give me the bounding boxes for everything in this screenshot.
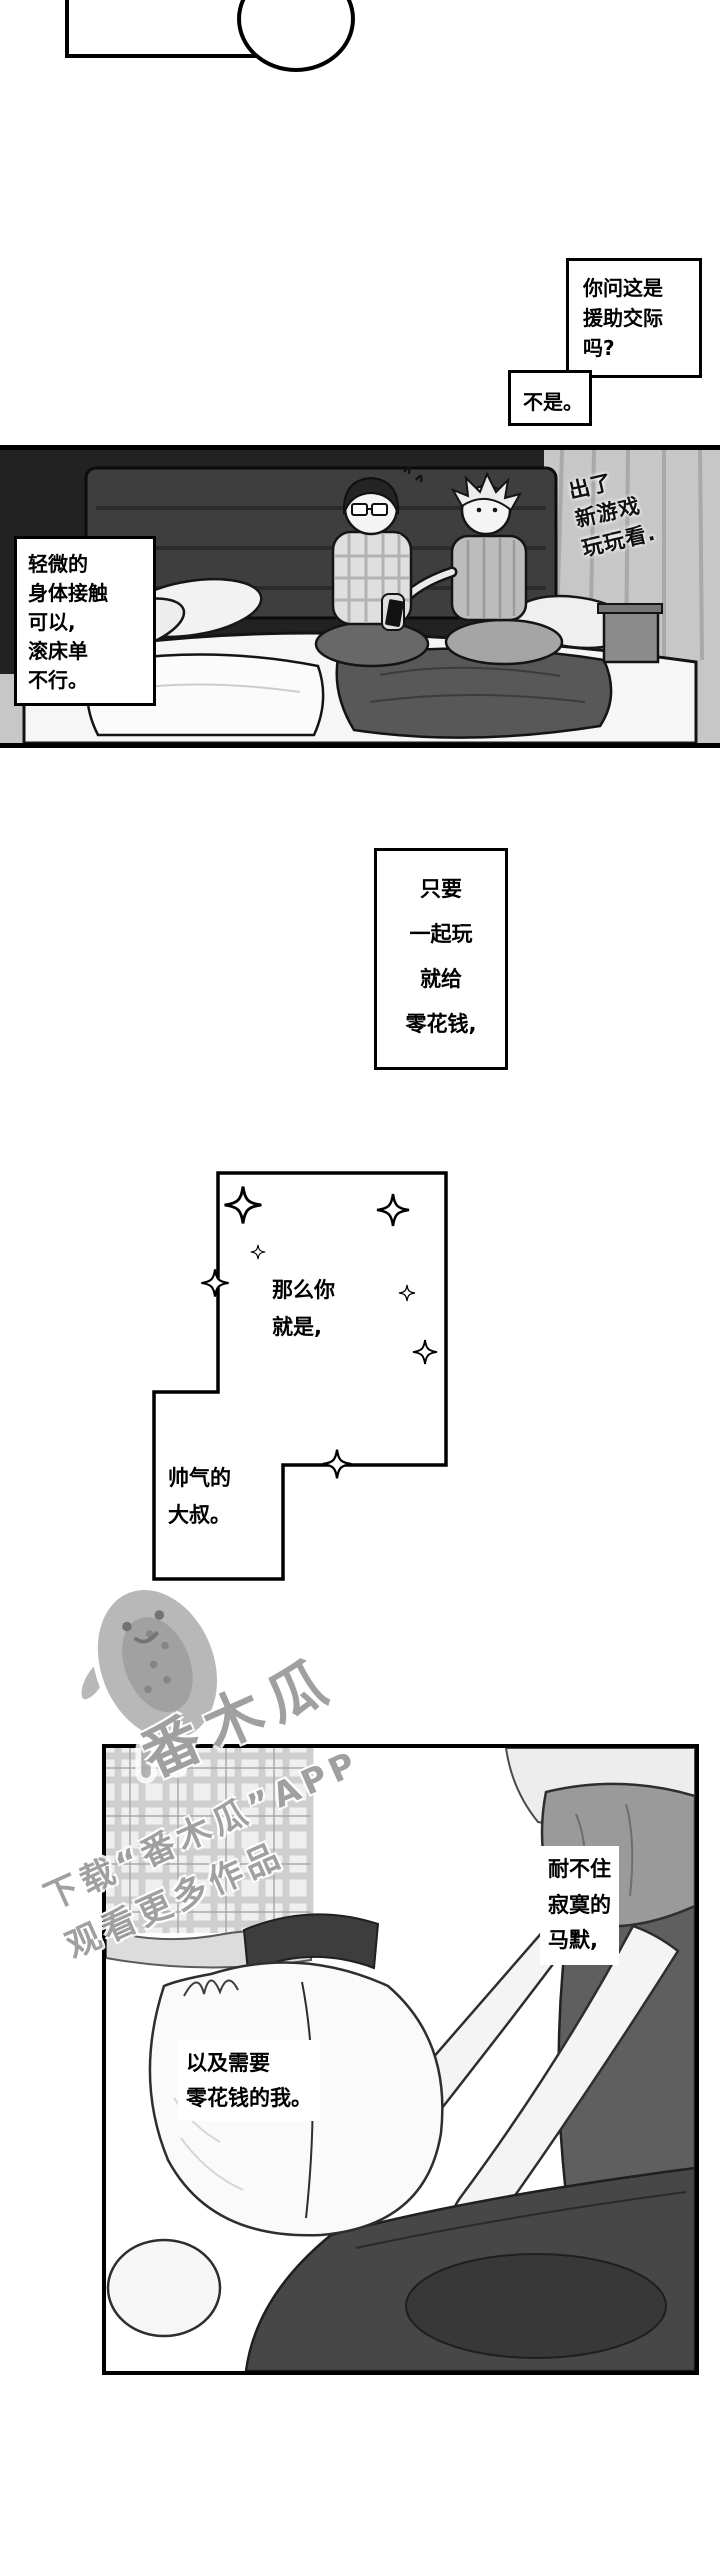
caption-line: 那么你 [272,1278,335,1302]
caption-line: 你问这是 [583,276,663,300]
caption-line: 不行。 [28,668,88,692]
caption-line: 马默, [548,1928,598,1953]
caption-line: 零花钱的我。 [186,2085,312,2110]
caption-line: 可以, [28,610,76,634]
caption-line: 吗? [583,336,615,360]
panel-couch-scene [102,1744,699,2375]
panel-top-figure [237,0,355,72]
caption-line: 帅气的 [168,1466,231,1490]
knee [106,2238,222,2338]
caption-lonely-mamo: 耐不住 寂寞的 马默, [540,1846,619,1966]
caption-line: 不是。 [523,390,583,414]
caption-box-question: 你问这是 援助交际 吗? [566,258,702,378]
caption-line: 大叔。 [168,1502,231,1527]
caption-handsome-uncle: 帅气的 大叔。 [168,1460,231,1534]
caption-and-me: 以及需要 零花钱的我。 [178,2040,320,2122]
glasses-character [314,466,430,668]
sweat-marks [403,466,423,483]
glasses [351,503,368,516]
stepped-box [152,1171,448,1581]
caption-line: 就是, [272,1314,322,1339]
caption-line: 零花钱, [405,1012,477,1037]
mascot-face [122,1610,165,1644]
caption-line: 一起玩 [409,922,473,947]
caption-then-you: 那么你 就是, [272,1272,335,1346]
caption-box-answer: 不是。 [508,370,592,426]
caption-line: 轻微的 [28,552,88,576]
phone [385,599,404,627]
couch-seat [244,2166,695,2371]
caption-line: 就给 [420,967,462,992]
caption-line: 援助交际 [583,306,663,330]
caption-line: 以及需要 [186,2051,270,2075]
caption-line: 身体接触 [28,581,108,605]
caption-line: 耐不住 [548,1857,611,1881]
bedroom-art [0,450,720,743]
nightstand [597,603,663,664]
scribble-marks [183,1979,239,1997]
blond-character [394,471,564,666]
caption-line: 只要 [420,877,462,901]
caption-line: 滚床单 [28,639,88,663]
caption-box-allowance: 只要 一起玩 就给 零花钱, [374,848,508,1070]
caption-line: 寂寞的 [548,1892,611,1917]
waistband [242,1913,380,1974]
sparkle-panel-art [152,1171,448,1581]
caption-box-contact-rule: 轻微的 身体接触 可以, 滚床单 不行。 [14,536,156,706]
panel-sparkle [140,1160,460,1590]
